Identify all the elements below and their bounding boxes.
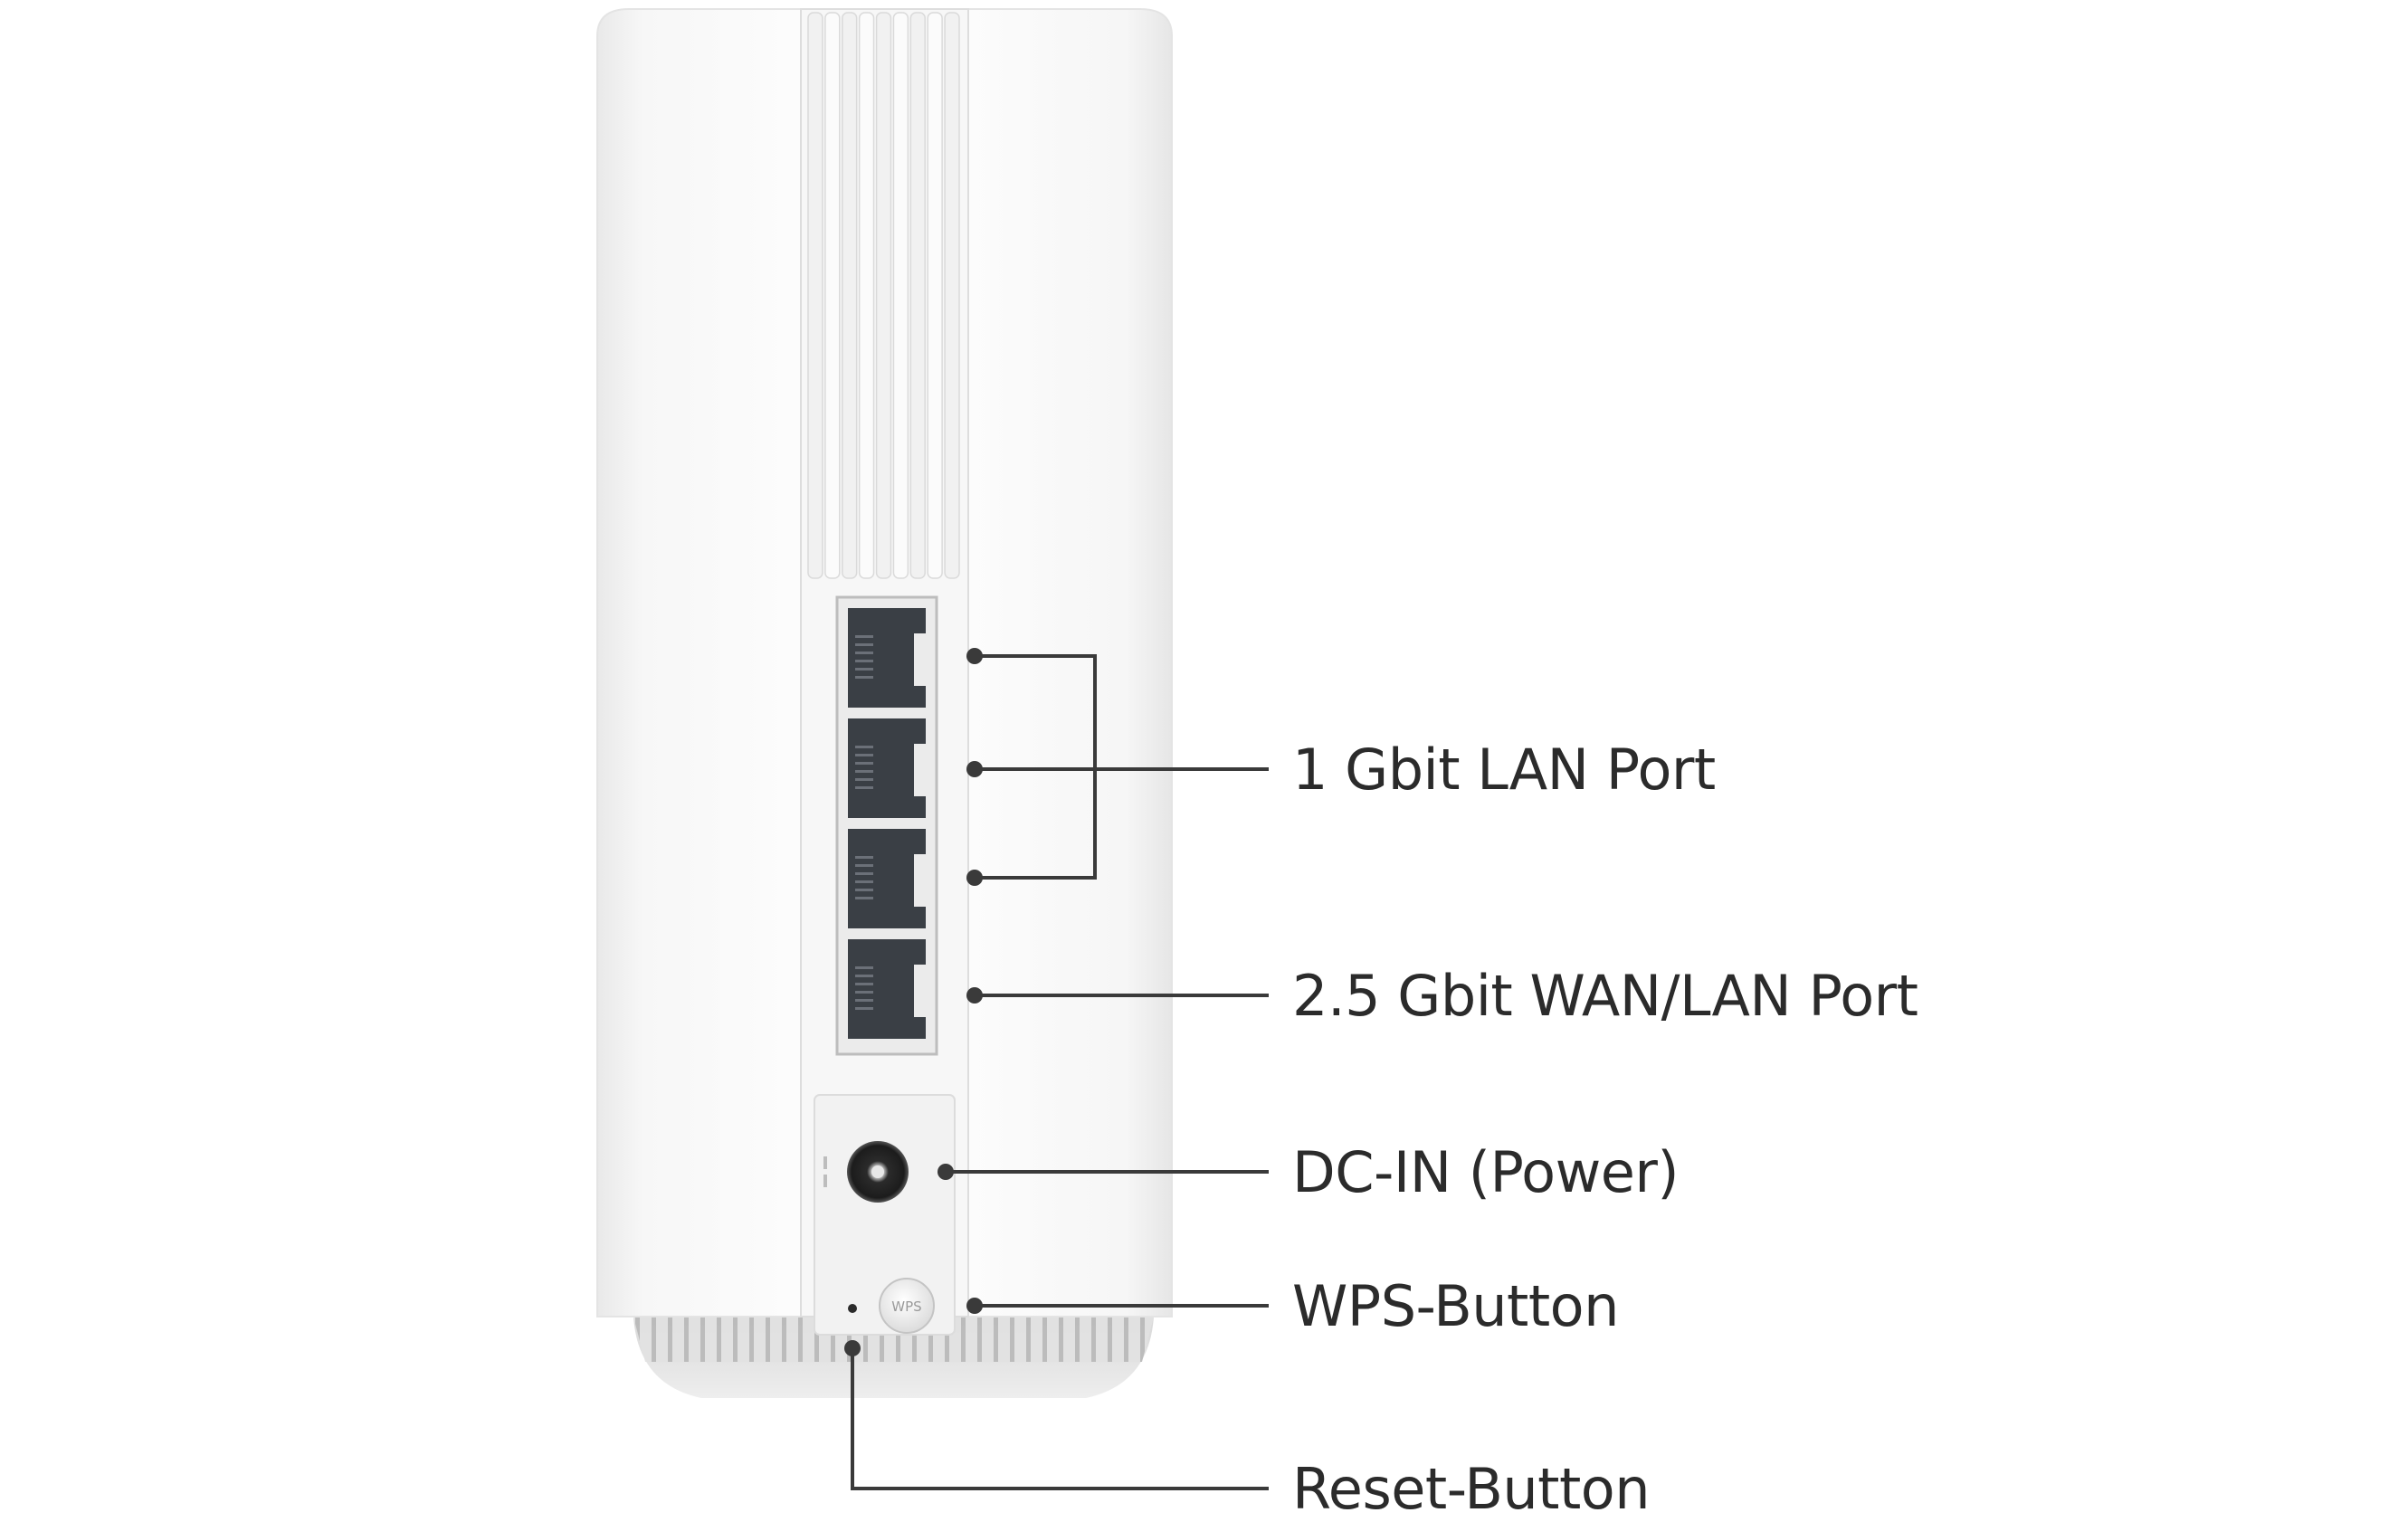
wan-dot bbox=[966, 987, 983, 1004]
vent-rib bbox=[842, 12, 858, 579]
router-base bbox=[633, 1317, 1154, 1398]
port-pin bbox=[855, 668, 873, 671]
port-pin bbox=[855, 746, 873, 748]
vent-rib bbox=[944, 12, 960, 579]
leader-dots bbox=[844, 648, 983, 1356]
vent-rib bbox=[909, 12, 926, 579]
port-pin bbox=[855, 983, 873, 985]
port-pin bbox=[855, 880, 873, 883]
vent-rib bbox=[824, 12, 841, 579]
port-pin bbox=[855, 999, 873, 1002]
vent-rib bbox=[858, 12, 875, 579]
port-pin bbox=[855, 975, 873, 977]
ethernet-port-icon bbox=[848, 718, 926, 818]
port-pin bbox=[855, 966, 873, 969]
vent-ribs bbox=[807, 12, 960, 579]
port-pin bbox=[855, 872, 873, 875]
port-pin bbox=[855, 635, 873, 638]
dc-dot bbox=[938, 1164, 954, 1180]
port-pin bbox=[855, 754, 873, 756]
port-pin bbox=[855, 762, 873, 765]
reset-leader-line bbox=[851, 1346, 1269, 1490]
vent-rib bbox=[927, 12, 943, 579]
label-dc-in: DC-IN (Power) bbox=[1292, 1139, 1680, 1205]
port-pin bbox=[855, 889, 873, 891]
ethernet-port-icon bbox=[848, 939, 926, 1039]
port-pin bbox=[855, 991, 873, 994]
ethernet-port-icon bbox=[848, 829, 926, 928]
label-lan-port: 1 Gbit LAN Port bbox=[1292, 737, 1716, 803]
vent-rib bbox=[875, 12, 892, 579]
dc-jack-icon bbox=[823, 1141, 909, 1203]
port-pin bbox=[855, 1007, 873, 1010]
port-pin bbox=[855, 676, 873, 679]
lan-dot-2 bbox=[966, 761, 983, 777]
vent-rib bbox=[807, 12, 823, 579]
lan-bracket-line bbox=[973, 654, 1097, 880]
lower-plate bbox=[814, 1094, 956, 1336]
reset-hole-icon bbox=[848, 1304, 857, 1313]
label-wan-port: 2.5 Gbit WAN/LAN Port bbox=[1292, 963, 1918, 1029]
label-reset-button: Reset-Button bbox=[1292, 1456, 1651, 1522]
port-pin bbox=[855, 778, 873, 781]
port-pin bbox=[855, 643, 873, 646]
wps-button[interactable]: WPS bbox=[879, 1278, 935, 1334]
wps-dot bbox=[966, 1298, 983, 1314]
port-pin bbox=[855, 660, 873, 662]
port-pin bbox=[855, 856, 873, 859]
port-pin bbox=[855, 897, 873, 899]
lan-dot-3 bbox=[966, 870, 983, 886]
leader-lines bbox=[851, 654, 1269, 1490]
port-pin bbox=[855, 864, 873, 867]
reset-dot bbox=[844, 1340, 861, 1356]
vent-rib bbox=[892, 12, 909, 579]
label-wps-button: WPS-Button bbox=[1292, 1273, 1619, 1339]
ethernet-port-icon bbox=[848, 608, 926, 708]
wps-button-text: WPS bbox=[891, 1298, 921, 1315]
port-pin bbox=[855, 786, 873, 789]
port-cavity bbox=[835, 595, 938, 1056]
lan-dot-1 bbox=[966, 648, 983, 664]
port-pin bbox=[855, 770, 873, 773]
port-pin bbox=[855, 652, 873, 654]
